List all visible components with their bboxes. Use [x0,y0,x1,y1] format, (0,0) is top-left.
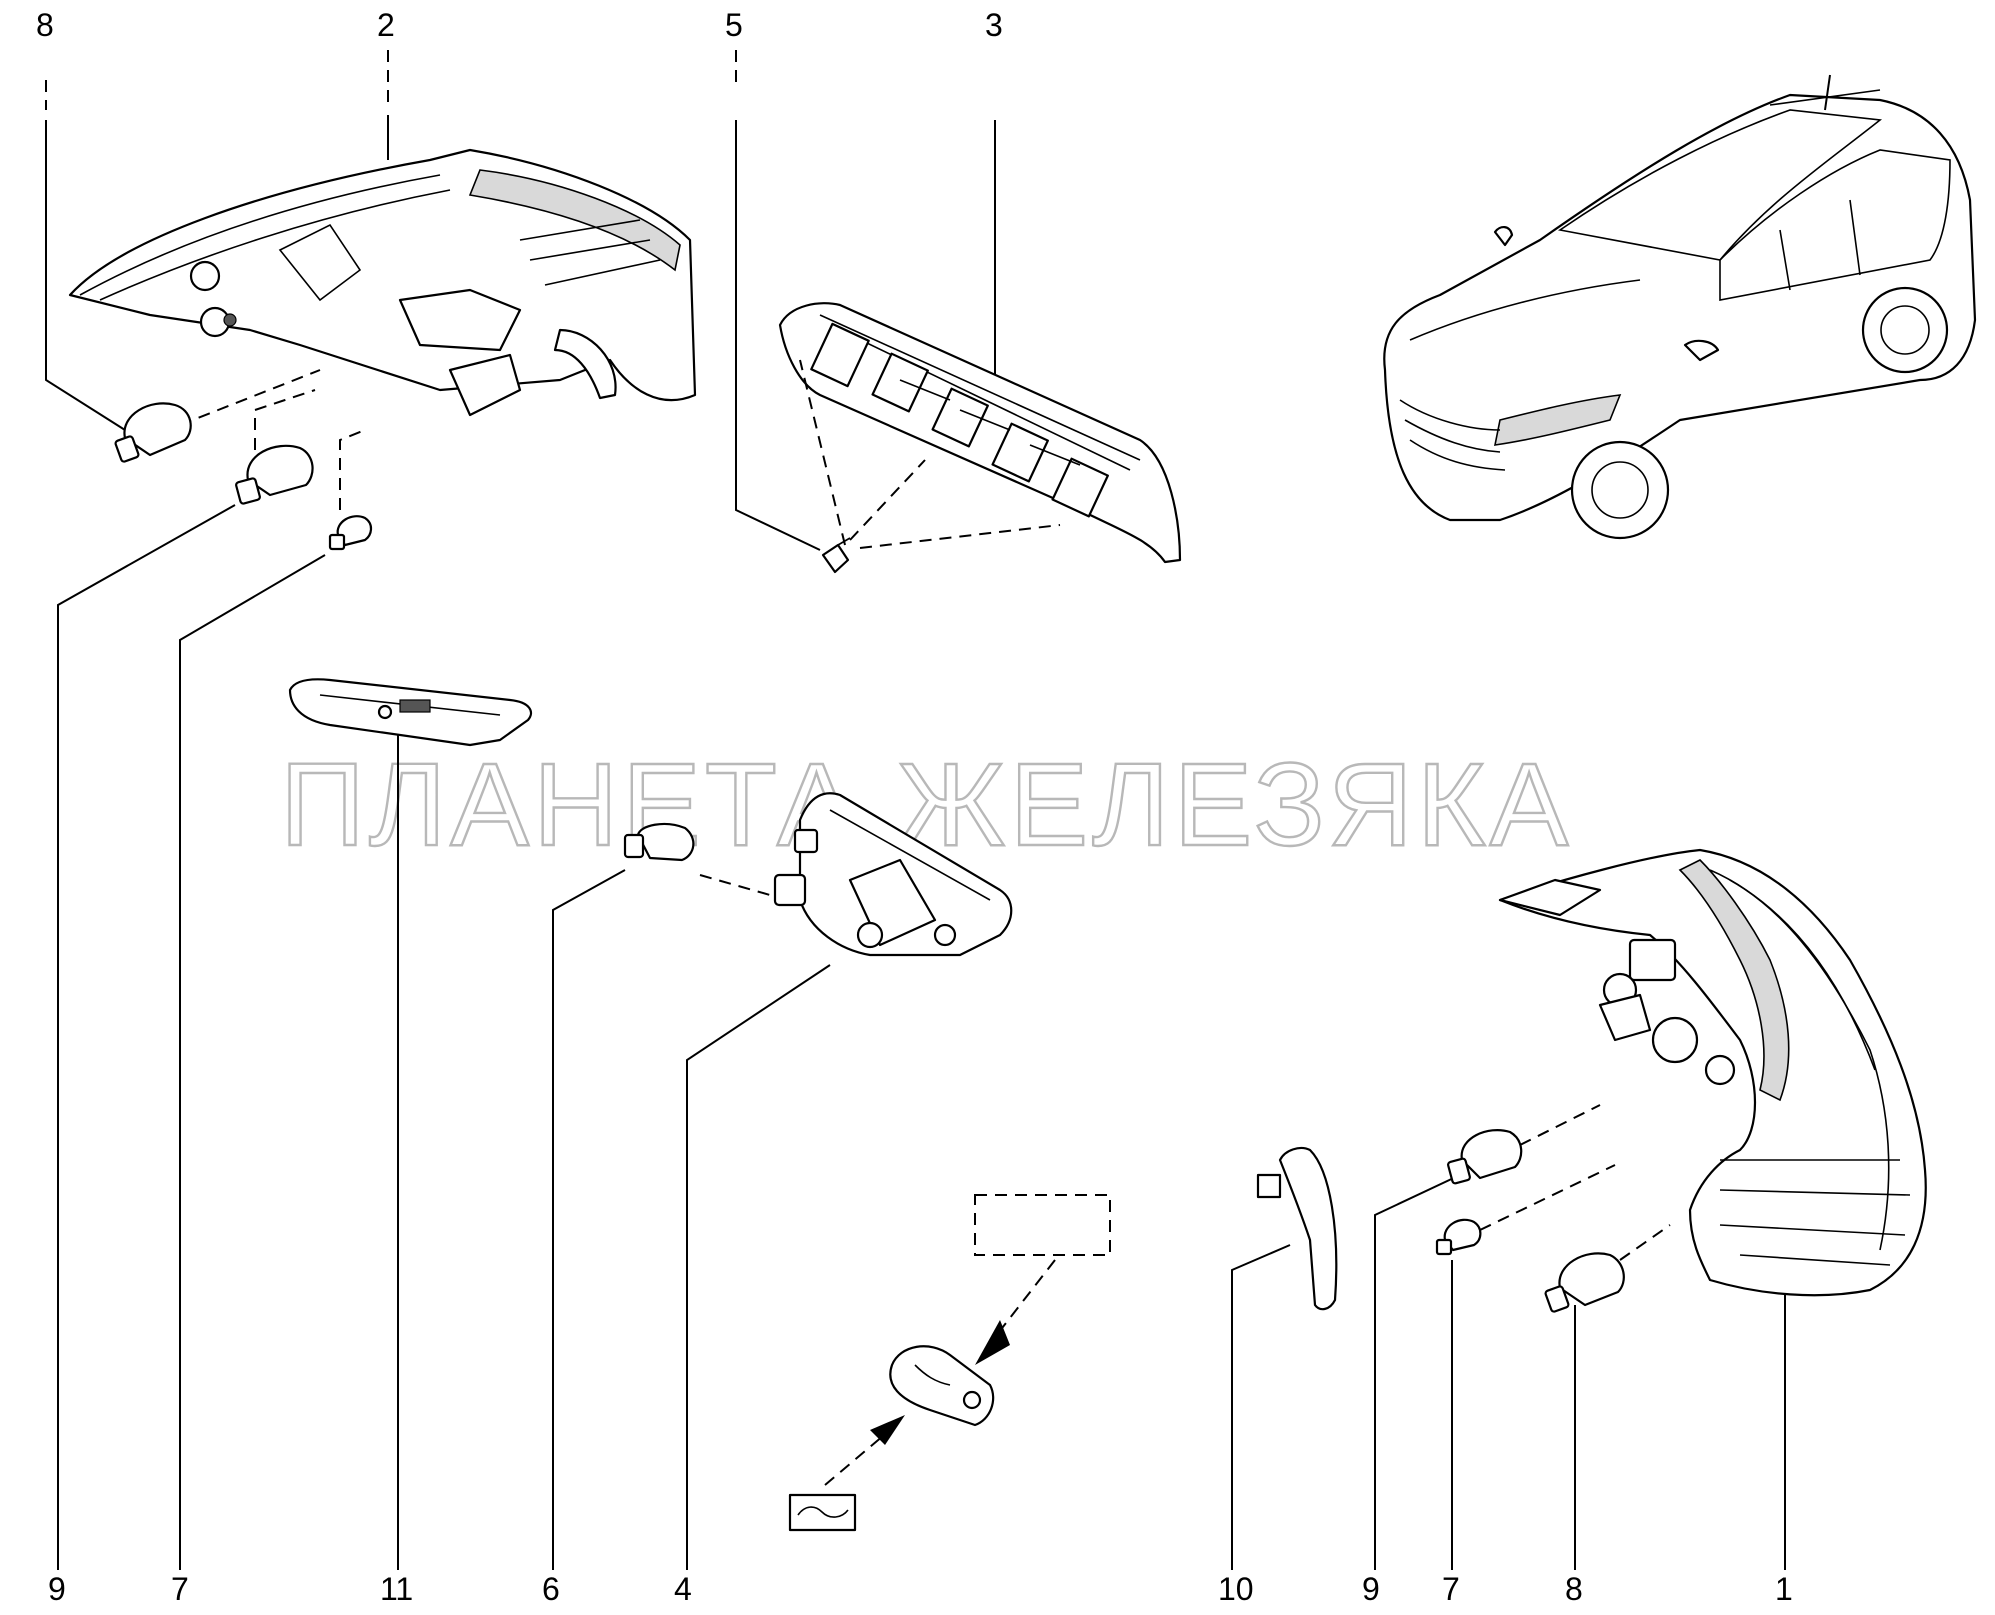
base-symbol [788,1493,857,1532]
callout-8-bottom-right: 8 [1565,1571,1583,1607]
leader-6-dash [699,874,771,896]
bulb-detail [889,1345,995,1427]
leader-7-left-dash [339,429,366,510]
callout-6-bottom: 6 [542,1571,560,1607]
bulb-8-left [114,402,192,463]
screw-path-3 [859,524,1061,549]
reflector-10 [1256,1146,1338,1311]
arrow-head-2 [870,1415,905,1445]
leader-9-left-dash [254,389,316,450]
leader-8-top [45,120,126,431]
bulb-9-right [1447,1129,1523,1185]
callout-11-bottom: 11 [380,1571,413,1607]
bulb-8-right [1544,1252,1625,1313]
side-marker-11 [288,678,533,747]
callout-4-bottom: 4 [674,1571,692,1607]
bulb-7-left [328,515,373,551]
car-lada-xray [1383,74,1977,540]
callout-7-bottom-left: 7 [171,1571,189,1607]
callout-8-top: 8 [36,7,54,43]
arrow-head-1 [975,1320,1010,1365]
leader-9-left [57,504,236,1570]
callout-7-bottom-right: 7 [1442,1571,1460,1607]
leader-7-right-dash [1479,1164,1616,1231]
leader-8-top-to-lamp [179,369,321,426]
bulb-6 [623,822,695,862]
bulb-7-right [1435,1218,1482,1256]
tail-lamp-1 [1498,848,1927,1297]
callout-10-bottom: 10 [1218,1571,1254,1607]
callout-5-top: 5 [725,7,743,43]
leader-9-right-dash [1519,1104,1601,1146]
callout-9-bottom-left: 9 [48,1571,66,1607]
tailgate-lamp [778,302,1182,564]
label-box-dashed [974,1194,1111,1256]
bulb-9-left [235,444,314,505]
front-headlamp [68,148,697,417]
leader-5 [735,120,821,551]
leader-8-right-dash [1619,1224,1671,1261]
callout-2-top: 2 [377,7,395,43]
screw-5 [821,537,851,574]
leader-4 [686,964,831,1570]
screw-path-2 [849,459,926,541]
leader-6 [552,869,626,1570]
leader-7-left [179,554,326,1570]
screw-path-1 [799,359,846,546]
callout-1-bottom: 1 [1775,1571,1793,1607]
leader-10 [1231,1244,1291,1570]
callout-3-top: 3 [985,7,1003,43]
leader-9-right [1374,1174,1461,1570]
callout-9-bottom-right: 9 [1362,1571,1380,1607]
fog-lamp-4 [773,792,1013,957]
